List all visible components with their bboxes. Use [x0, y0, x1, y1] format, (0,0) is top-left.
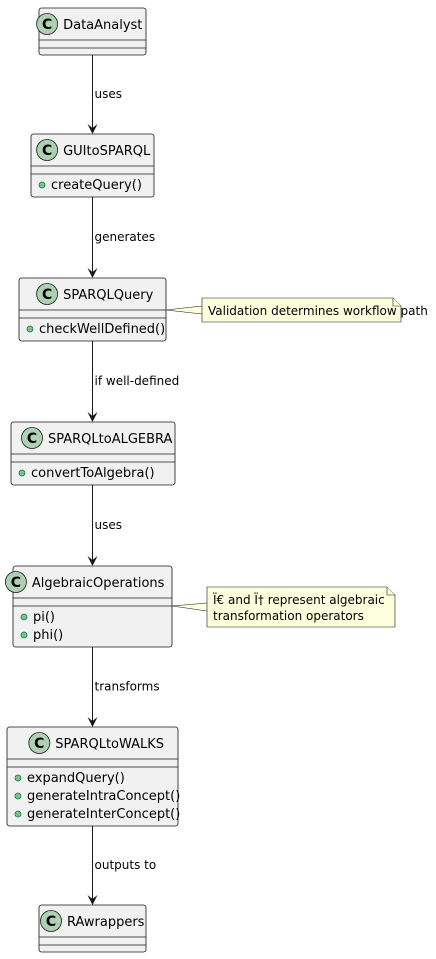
note-text-line: Validation determines workflow path — [208, 304, 428, 318]
relation-4: uses — [87, 485, 123, 566]
relation-6: outputs to — [87, 826, 157, 905]
note-fold — [386, 587, 395, 596]
note-text-line: transformation operators — [213, 609, 364, 623]
relation-label: uses — [95, 518, 123, 532]
note-frame — [201, 297, 402, 323]
class-box-frame — [38, 904, 147, 953]
class-name: GUItoSPARQL — [63, 144, 151, 159]
relation-label: uses — [95, 87, 123, 101]
relation-label: outputs to — [95, 858, 157, 872]
class-stereotype-icon — [21, 427, 43, 449]
class-name: AlgebraicOperations — [32, 576, 165, 591]
note-connector — [165, 305, 203, 315]
relation-1: uses — [87, 55, 123, 134]
class-stereotype-letter: C — [42, 17, 52, 33]
class-box-dataanalyst[interactable]: C DataAnalyst — [36, 7, 147, 56]
class-box-sparqlquery[interactable]: C SPARQLQuery checkWellDefined() — [18, 277, 167, 342]
class-stereotype-letter: C — [42, 143, 52, 159]
note-1: Validation determines workflow path — [165, 297, 428, 323]
method-expandquery: expandQuery() — [27, 771, 125, 786]
note-2: Ï€ and Ï† represent algebraic transformat… — [171, 586, 396, 628]
class-stereotype-letter: C — [46, 914, 56, 930]
class-stereotype-icon — [4, 571, 27, 593]
method-checkwelldefined: checkWellDefined() — [39, 322, 165, 337]
method-phi: phi() — [33, 628, 63, 643]
class-name: SPARQLtoALGEBRA — [48, 432, 173, 447]
class-name: DataAnalyst — [63, 18, 142, 33]
class-box-frame — [12, 565, 173, 648]
public-method-icon — [14, 810, 22, 818]
method-createquery: createQuery() — [51, 178, 142, 193]
class-stereotype-letter: C — [42, 287, 52, 303]
public-method-icon — [38, 181, 46, 189]
note-frame — [206, 586, 396, 628]
class-name: SPARQLQuery — [63, 288, 153, 303]
public-method-icon — [18, 469, 26, 477]
relation-label: if well-defined — [95, 374, 180, 388]
relation-label: transforms — [95, 680, 160, 694]
public-method-icon — [20, 631, 28, 639]
method-pi: pi() — [33, 610, 55, 625]
public-method-icon — [14, 792, 22, 800]
class-box-rawrappers[interactable]: C RAwrappers — [38, 904, 147, 953]
class-box-frame — [6, 726, 179, 827]
method-generateintraconcept: generateIntraConcept() — [27, 789, 180, 804]
public-method-icon — [20, 613, 28, 621]
class-stereotype-letter: C — [11, 575, 21, 591]
class-box-sparqltowalks[interactable]: C SPARQLtoWALKS expandQuery() generateIntra… — [6, 726, 180, 827]
relation-2: generates — [87, 197, 156, 278]
relation-3: if well-defined — [87, 341, 180, 422]
class-box-algebraicoperations[interactable]: C AlgebraicOperations pi() phi() — [4, 565, 173, 648]
class-stereotype-icon — [40, 910, 62, 932]
class-stereotype-icon — [36, 139, 58, 161]
public-method-icon — [26, 325, 34, 333]
note-connector — [171, 602, 208, 612]
class-stereotype-letter: C — [34, 736, 44, 752]
relation-label: generates — [95, 230, 156, 244]
class-stereotype-icon — [36, 13, 58, 35]
class-box-guitosparql[interactable]: C GUItoSPARQL createQuery() — [30, 133, 155, 198]
class-box-frame — [38, 7, 147, 56]
class-box-frame — [30, 133, 155, 198]
class-stereotype-icon — [28, 732, 51, 754]
note-text-line: Ï€ and Ï† represent algebraic — [213, 592, 385, 607]
class-stereotype-icon — [36, 283, 58, 305]
class-name: SPARQLtoWALKS — [55, 737, 164, 752]
class-box-sparqltoalgebra[interactable]: C SPARQLtoALGEBRA convertToAlgebra() — [10, 421, 176, 486]
class-box-frame — [10, 421, 176, 486]
class-name: RAwrappers — [67, 915, 145, 930]
method-generateinterconcept: generateInterConcept() — [27, 807, 180, 822]
relation-5: transforms — [87, 647, 160, 727]
class-stereotype-letter: C — [27, 431, 37, 447]
note-fold — [392, 298, 401, 307]
method-converttoalgebra: convertToAlgebra() — [31, 466, 155, 481]
public-method-icon — [14, 774, 22, 782]
